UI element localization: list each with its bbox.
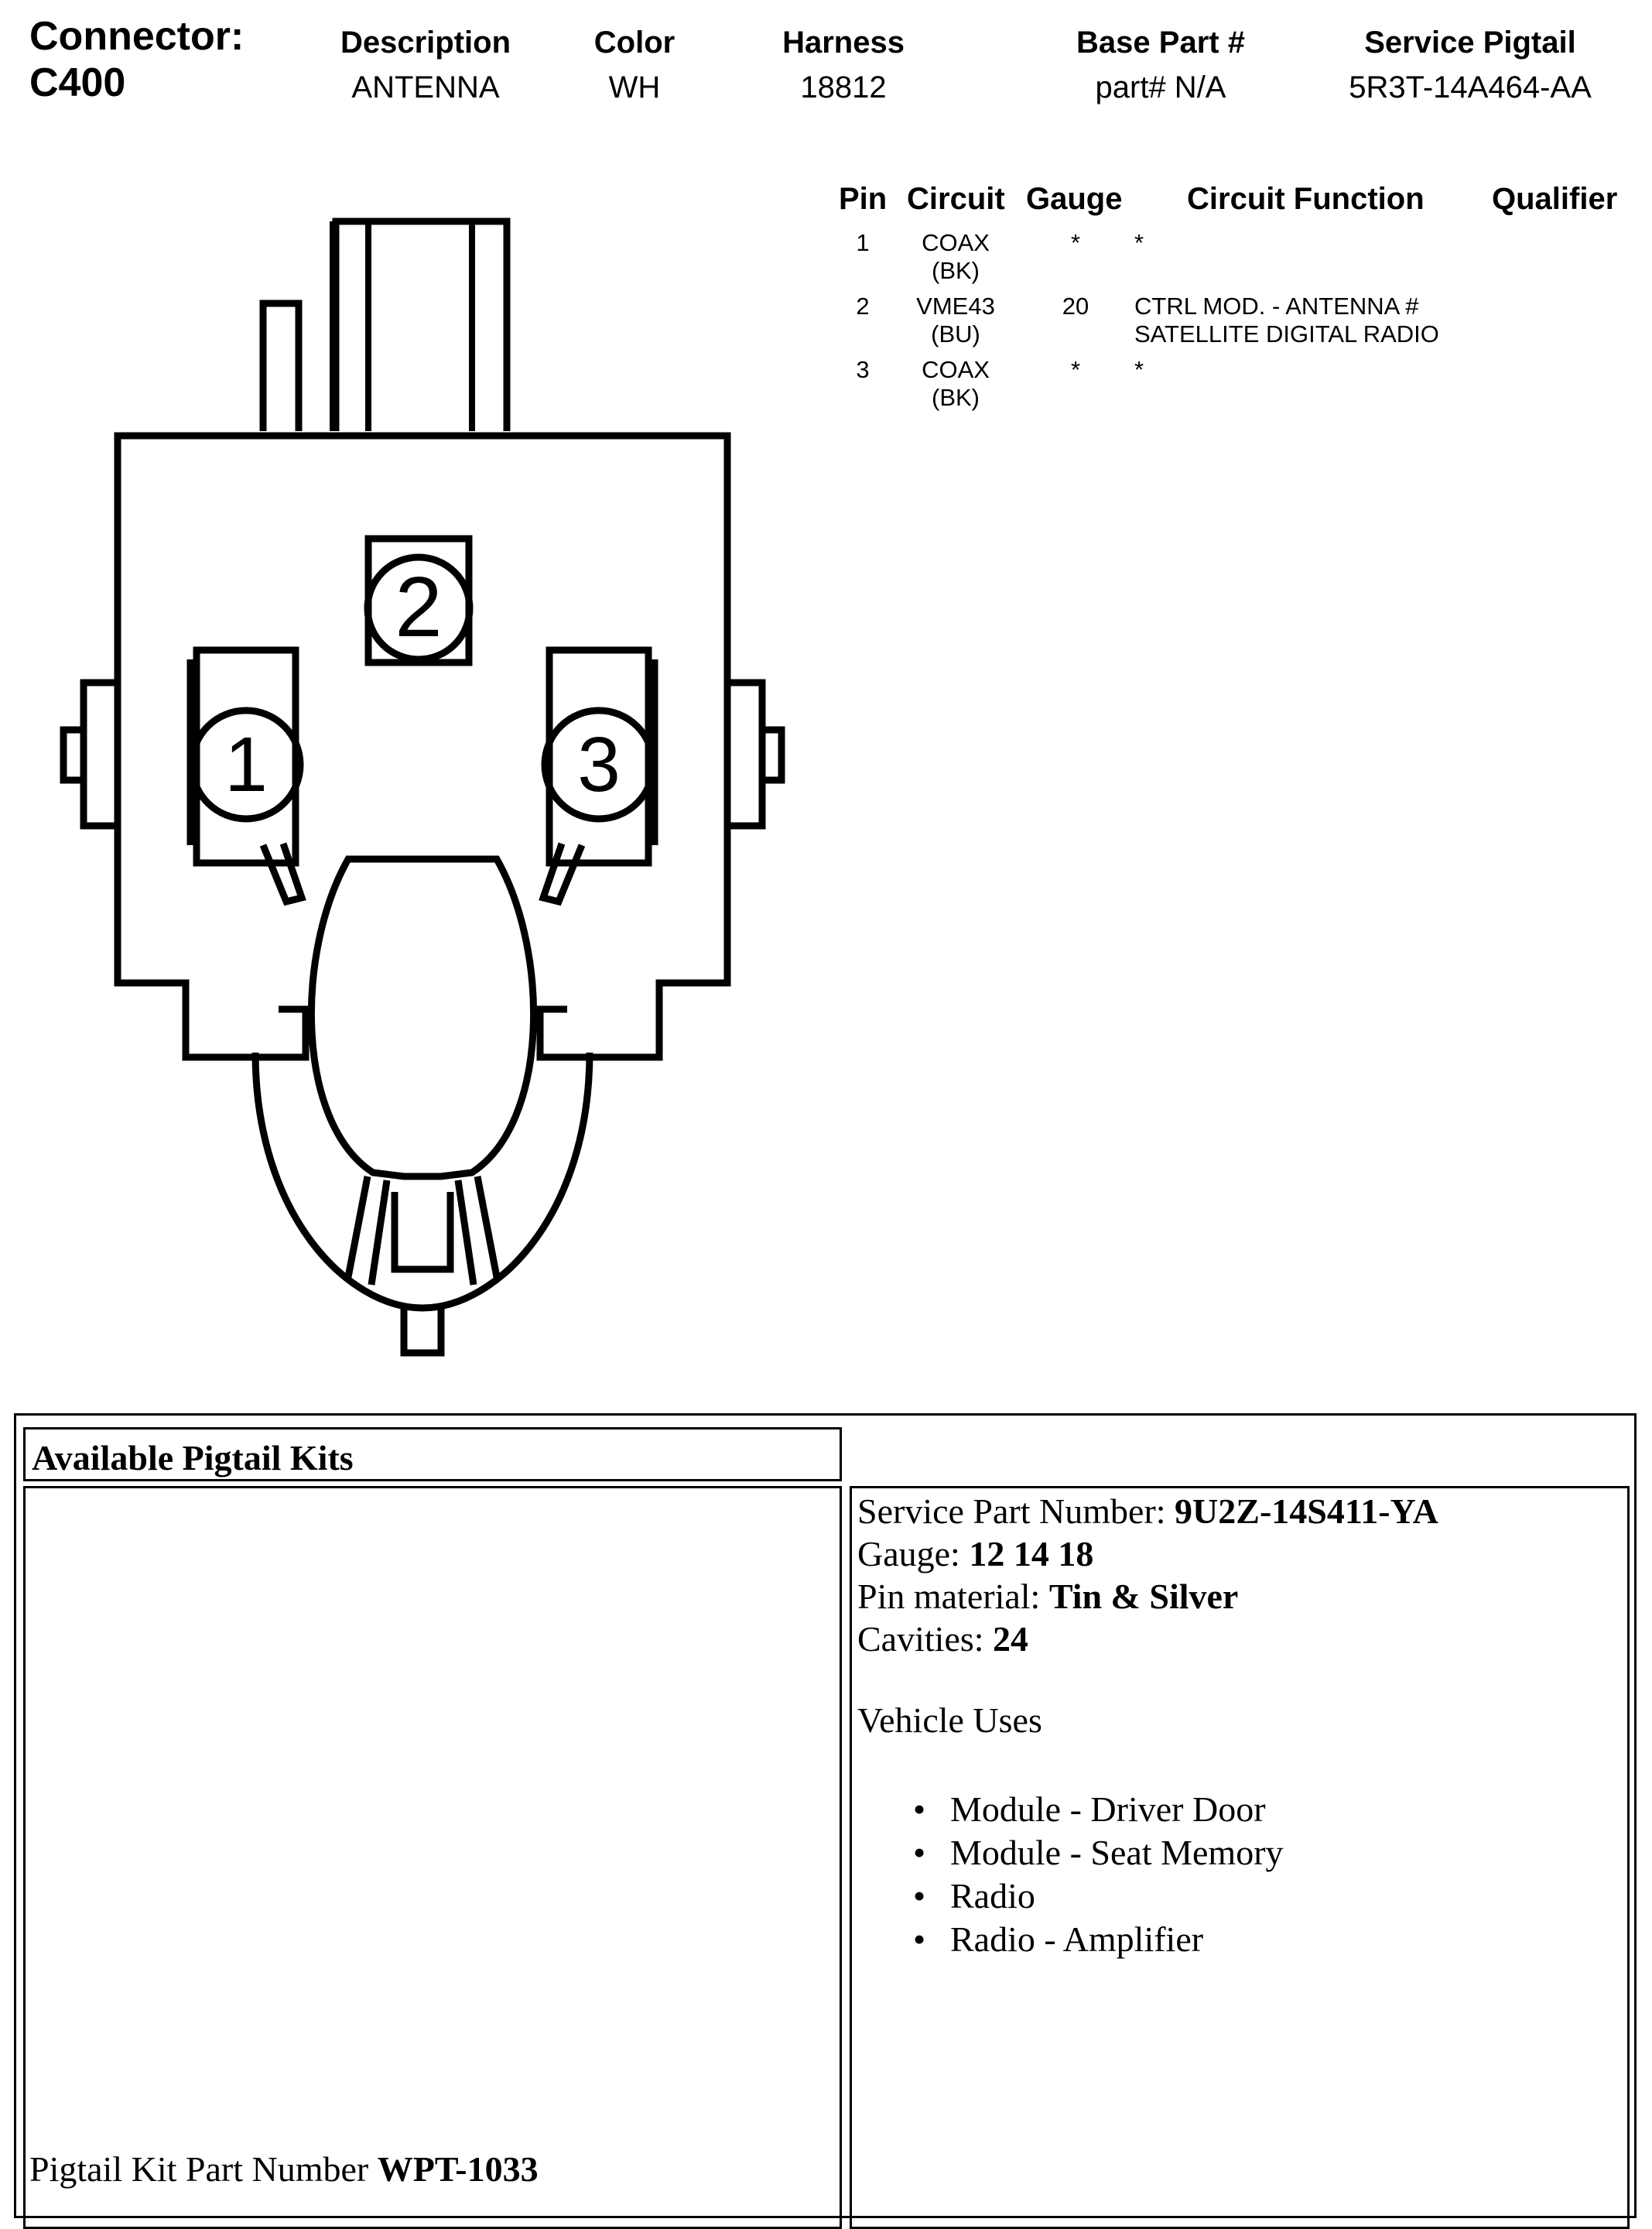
header-col-service-pigtail: Service Pigtail 5R3T-14A464-AA: [1315, 23, 1625, 107]
cavity-3: [541, 707, 657, 823]
body-right-lower: [536, 672, 731, 1061]
gauge-value: *: [1070, 229, 1081, 256]
pin-label: 3: [577, 721, 621, 808]
circuit-color: (BK): [932, 384, 980, 411]
circuit-color: (BK): [932, 257, 980, 284]
connector-body: [114, 432, 731, 672]
header-col-label: Description: [340, 26, 511, 60]
circuit-color: (BU): [931, 320, 980, 348]
center-opening: [307, 855, 538, 1180]
cavity-1-latch: [259, 842, 306, 906]
keyway-ribs: [344, 1176, 501, 1286]
right-side-tab: [727, 679, 785, 830]
cavity-1: [188, 707, 304, 823]
circuit-name: VME43: [916, 293, 995, 320]
horseshoe-outer: [251, 1052, 593, 1312]
vehicle-uses-list: Module - Driver Door Module - Seat Memor…: [913, 1788, 1284, 1961]
top-latch-ribs: [330, 221, 510, 431]
header-col-label: Color: [593, 26, 676, 60]
header-col-value: ANTENNA: [351, 70, 500, 104]
connector-id: C400: [29, 60, 126, 105]
cavity-3-frame: [546, 646, 652, 867]
cavity-2: [364, 553, 474, 663]
pin-number: 2: [856, 293, 870, 320]
header-col-label: Service Pigtail: [1364, 26, 1576, 60]
header-col-label: Harness: [782, 26, 905, 60]
list-item: Module - Seat Memory: [913, 1831, 1284, 1875]
circuit-function-line2: SATELLITE DIGITAL RADIO: [1134, 320, 1439, 348]
pin-table-header: Circuit Function: [1187, 182, 1425, 216]
keyway-slot: [391, 1192, 454, 1273]
top-latch: [332, 217, 511, 431]
connector-label: Connector:: [29, 14, 245, 59]
header-col-value: WH: [608, 70, 661, 104]
list-item: Radio - Amplifier: [913, 1918, 1284, 1961]
pin-table-header: Pin: [839, 182, 888, 216]
gauge-line: Gauge: 12 14 18: [857, 1534, 1094, 1573]
pigtail-kits-title: Available Pigtail Kits: [32, 1438, 354, 1477]
body-left-lower: [114, 672, 310, 1061]
circuit-function: *: [1134, 356, 1144, 383]
circuit-function: CTRL MOD. - ANTENNA #: [1134, 293, 1419, 320]
left-side-tab: [60, 679, 118, 830]
header-col-value: 5R3T-14A464-AA: [1349, 70, 1592, 104]
circuit-name: COAX: [922, 229, 990, 256]
circuit-function: *: [1134, 229, 1144, 256]
pin-material-line: Pin material: Tin & Silver: [857, 1577, 1239, 1616]
header-col-harness: Harness 18812: [758, 23, 929, 107]
header-col-label: Base Part #: [1076, 26, 1245, 60]
header-col-value: part# N/A: [1095, 70, 1226, 104]
header-col-description: Description ANTENNA: [310, 23, 542, 107]
pin-label: 1: [224, 721, 268, 808]
header-col-value: 18812: [800, 70, 887, 104]
cavity-1-frame: [193, 646, 299, 867]
pin-table-header: Qualifier: [1492, 182, 1618, 216]
pin-number: 3: [856, 356, 870, 383]
vehicle-uses-label: Vehicle Uses: [857, 1700, 1042, 1740]
gauge-value: *: [1070, 356, 1081, 383]
cavities-line: Cavities: 24: [857, 1619, 1029, 1659]
pin-table-header: Circuit: [907, 182, 1005, 216]
circuit-name: COAX: [922, 356, 990, 383]
pigtail-image-cell: [23, 1486, 842, 2229]
bottom-key: [400, 1308, 445, 1357]
connector-face-diagram: 1 2 3: [60, 217, 785, 1357]
gauge-value: 20: [1062, 293, 1089, 320]
service-part-number: Service Part Number: 9U2Z-14S411-YA: [857, 1491, 1438, 1531]
pin-table-header: Gauge: [1026, 182, 1123, 216]
small-post: [259, 300, 303, 431]
cavity-3-latch: [539, 842, 586, 906]
pigtail-kits-header-cell: Available Pigtail Kits: [23, 1427, 842, 1481]
list-item: Module - Driver Door: [913, 1788, 1284, 1831]
list-item: Radio: [913, 1875, 1284, 1918]
pigtail-kit-part-number: Pigtail Kit Part Number WPT-1033: [29, 2149, 539, 2189]
pin-number: 1: [856, 229, 870, 256]
pin-label: 2: [395, 560, 442, 655]
header-col-color: Color WH: [557, 23, 712, 107]
header-col-base-part: Base Part # part# N/A: [1037, 23, 1284, 107]
